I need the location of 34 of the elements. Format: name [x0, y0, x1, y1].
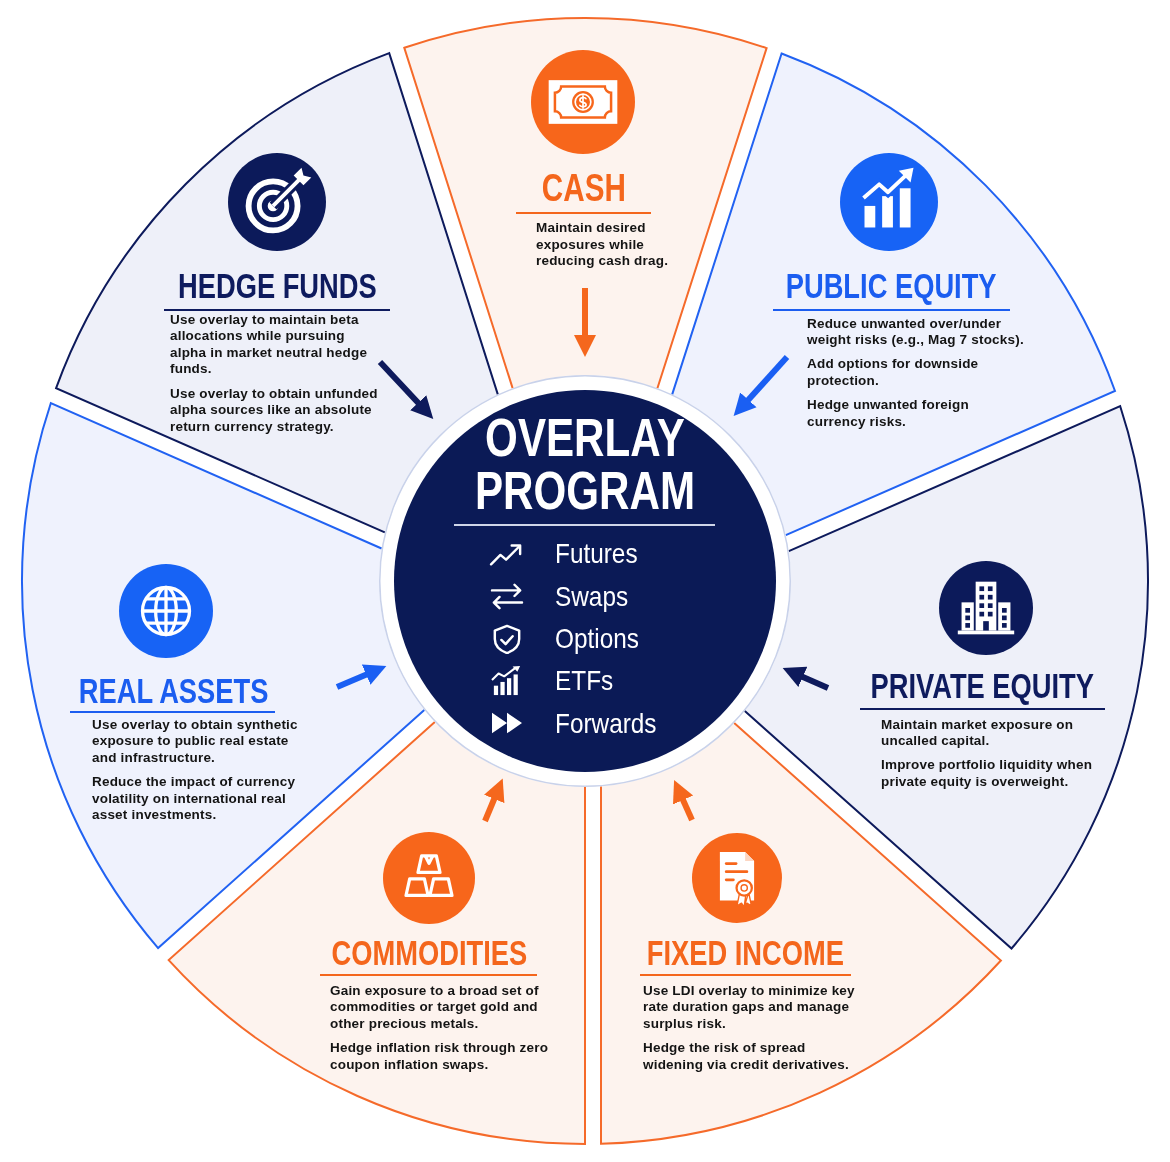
arrow	[733, 355, 790, 417]
description-text: Use overlay to maintain beta allocations while pursuing alpha in market neutral hedge funds.	[170, 311, 369, 379]
sector-heading: PUBLIC EQUITY	[785, 267, 997, 306]
arrow	[335, 664, 387, 690]
arrow	[782, 666, 830, 691]
arrow	[377, 359, 434, 419]
instrument-label: Futures	[555, 539, 638, 570]
description-text: Maintain market exposure on uncalled capital.	[881, 716, 1075, 750]
instrument-label: Forwards	[555, 708, 657, 739]
description-text: Add options for downside protection.	[807, 356, 980, 390]
sector-heading: REAL ASSETS	[78, 672, 268, 711]
sector-heading: CASH	[541, 167, 626, 209]
description-text: Hedge the risk of spread widening via credit derivatives.	[643, 1039, 850, 1074]
arrow	[673, 779, 695, 822]
description-text: Hedge inflation risk through zero coupon inflation swaps.	[330, 1039, 550, 1074]
instrument-label: Swaps	[555, 581, 629, 612]
description-text: Improve portfolio liquidity when private equity is overweight.	[881, 757, 1094, 791]
program-title: OVERLAY PROGRAM	[475, 411, 695, 518]
description-text: Gain exposure to a broad set of commodities or target gold and other precious metals.	[330, 982, 540, 1033]
sector-heading: FIXED INCOME	[646, 934, 844, 973]
sector-heading: PRIVATE EQUITY	[870, 667, 1094, 706]
instrument-label: Options	[555, 623, 639, 654]
description-text: Reduce the impact of currency volatility on international real asset investments.	[92, 773, 297, 824]
description-text: Maintain desired exposures while reducing cash drag.	[536, 220, 670, 270]
arrow	[574, 288, 596, 357]
sector-heading: COMMODITIES	[331, 934, 527, 973]
description-text: Use overlay to obtain synthetic exposure to public real estate and infrastructure.	[92, 716, 299, 767]
sector-heading: HEDGE FUNDS	[177, 267, 377, 306]
description-text: Use LDI overlay to minimize key rate duration gaps and manage surplus risk.	[643, 982, 856, 1033]
instrument-label: ETFs	[555, 666, 614, 697]
arrow	[482, 778, 505, 823]
description-text: Hedge unwanted foreign currency risks.	[807, 397, 970, 431]
description-text: Use overlay to obtain unfunded alpha sources like an absolute return currency strategy.	[170, 385, 379, 436]
description-text: Reduce unwanted over/under weight risks (e.g., Mag 7 stocks).	[807, 315, 1025, 349]
